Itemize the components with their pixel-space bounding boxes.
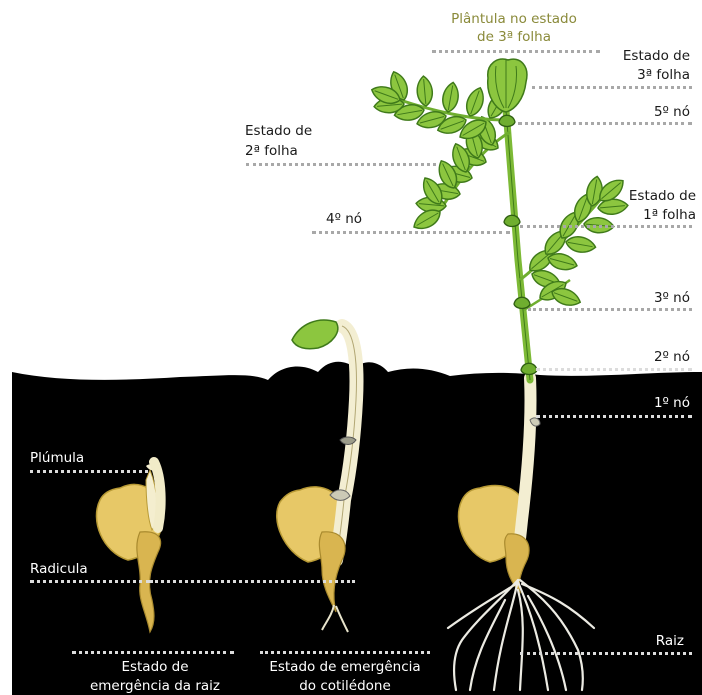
- leader-raiz: [520, 652, 692, 655]
- title-line-2: de 3ª folha: [428, 29, 600, 46]
- label-no1: 1º nó: [560, 395, 690, 412]
- leader-emerg-raiz: [72, 651, 234, 654]
- label-no5: 5º nó: [560, 104, 690, 121]
- label-emerg-raiz-line2: emergência da raiz: [60, 678, 250, 695]
- leader-radicula: [30, 580, 150, 583]
- leader-radicula-ext: [150, 580, 355, 583]
- label-estado-2-line1: Estado de: [245, 123, 312, 140]
- leader-no5: [518, 122, 692, 125]
- leader-emerg-cot: [260, 651, 430, 654]
- leader-estado-1: [520, 225, 692, 228]
- leader-no3: [528, 308, 692, 311]
- label-emerg-cot-line2: do cotilédone: [250, 678, 440, 695]
- label-raiz: Raiz: [560, 633, 684, 650]
- leader-estado-3: [532, 86, 692, 89]
- label-estado-1-line2: 1ª folha: [560, 207, 696, 224]
- label-no2: 2º nó: [560, 349, 690, 366]
- label-estado-3-line2: 3ª folha: [560, 67, 690, 84]
- label-estado-3-line1: Estado de: [560, 48, 690, 65]
- label-estado-1-line1: Estado de: [560, 188, 696, 205]
- label-emerg-cot-line1: Estado de emergência: [250, 659, 440, 676]
- label-plumula: Plúmula: [30, 450, 84, 467]
- leader-no1: [536, 415, 692, 418]
- label-no4: 4º nó: [326, 211, 362, 228]
- label-radicula: Radicula: [30, 561, 88, 578]
- leader-no4: [312, 231, 510, 234]
- leader-plumula: [30, 470, 148, 473]
- title-line-1: Plântula no estado: [428, 11, 600, 28]
- label-estado-2-line2: 2ª folha: [245, 143, 298, 160]
- leader-no2: [536, 368, 692, 371]
- label-emerg-raiz-line1: Estado de: [60, 659, 250, 676]
- label-no3: 3º nó: [560, 290, 690, 307]
- leader-estado-2: [246, 163, 436, 166]
